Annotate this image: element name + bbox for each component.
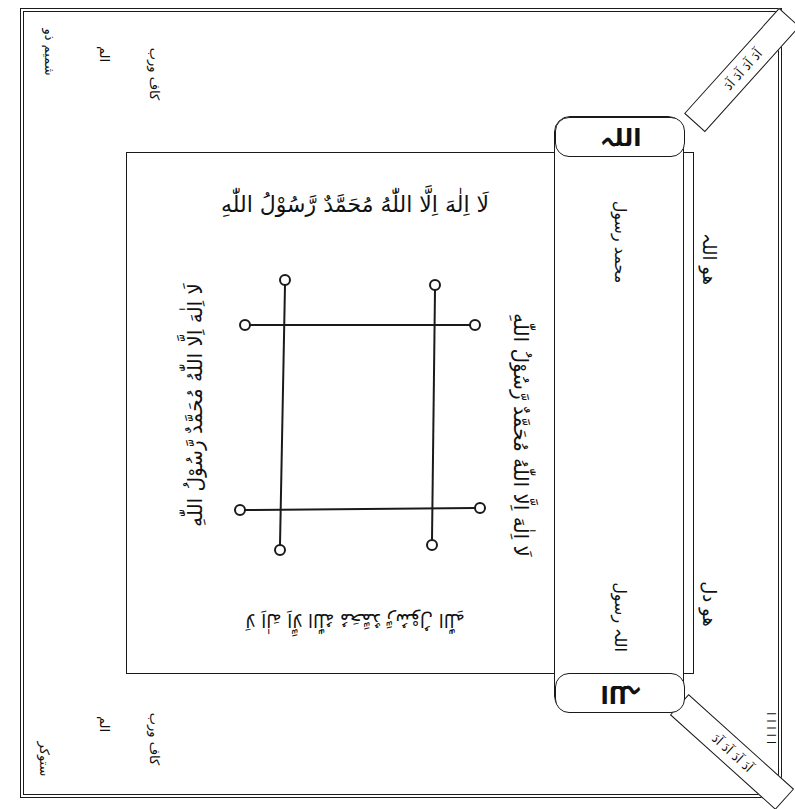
symbol-loop [240,320,250,330]
node-text: اللہ رسول [610,582,630,652]
diagonal-strip: آدَ آدَ آدَ آدَ [670,694,794,809]
vertical-band: محمد رسول اللہ رسول اللہ اللہ [554,116,684,712]
symbol-loop [475,503,485,513]
node-text: آدَ آدَ آدَ آدَ [721,46,767,94]
symbol-loop [430,280,440,290]
node-text: ھو اللہ [698,233,721,285]
symbol-loop [470,320,480,330]
symbol-line [250,324,470,326]
node-text: اللہ [600,123,641,153]
node-text: کاف ورب [146,48,162,101]
stroke-marks: ا ا ا ا ا [763,712,778,744]
node-text: ستوکر [36,742,52,777]
symbol-loop [427,540,437,550]
node-text: اللہ [600,679,641,709]
node-text: ھو دل [698,581,721,627]
symbol-loop [235,505,245,515]
symbol-loop [275,545,285,555]
node-text: لَا اِلٰهَ اِلَّا اللّٰهُ مُحَمَّدٌ رَّس… [221,191,489,219]
node-text: لَا اِلٰهَ اِلَّا اللّٰهُ مُحَمَّدٌ رَّس… [508,313,533,557]
diagonal-strip: آدَ آدَ آدَ آدَ [684,8,795,132]
node-text: الم [96,46,112,62]
node-text: الم [96,716,112,732]
node-text: شمیم ذو [41,28,57,75]
node-text: کاف ورب [146,713,162,766]
node-text: آدَ آدَ آدَ آدَ [708,731,756,777]
outer-frame: شمیم ذو الم کاف ورب ستوکر الم کاف ورب ھو اللہ ھ… [20,8,782,798]
symbol-line [432,290,435,540]
symbol-line [245,508,475,510]
symbol-loop [280,275,290,285]
node-text: محمد رسول [610,201,630,284]
band-cap: اللہ [555,673,685,713]
node-text: لَا اِلٰهَ اِلَّا اللّٰهُ مُحَمَّدٌ رَّس… [183,283,208,527]
grid-symbol [235,275,485,555]
band-cap: اللہ [555,117,685,157]
node-text: لَا اِلٰهَ اِلَّا اللّٰهُ مُحَمَّدٌ رَّس… [245,609,464,632]
